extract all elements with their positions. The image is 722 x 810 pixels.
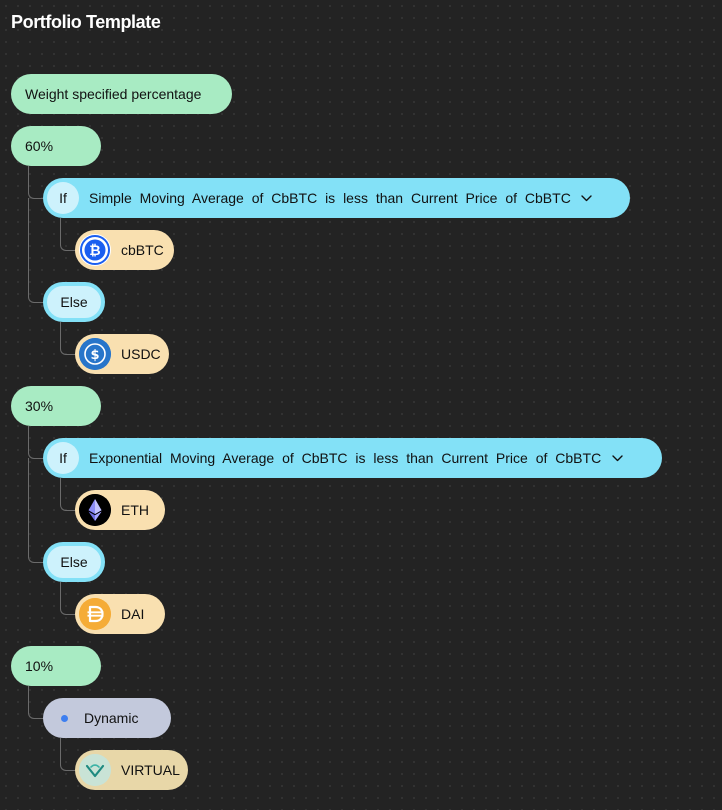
status-dot-icon [61,714,68,722]
usdc-icon: $ [79,338,111,370]
tree-connector [60,478,76,511]
virtual-icon [79,754,111,786]
if-badge: If [47,442,79,474]
tree-connector [60,582,76,615]
weight-label: 60% [25,138,54,154]
tree-connector [28,426,44,459]
chevron-down-icon[interactable] [611,452,623,464]
tree-connector [28,458,44,563]
asset-symbol: cbBTC [121,242,164,258]
tree-connector [28,166,44,199]
asset-node-eth[interactable]: ETH [75,490,165,530]
asset-symbol: USDC [121,346,161,362]
tree-connector [28,686,44,719]
ethereum-icon [79,494,111,526]
if-badge: If [47,182,79,214]
else-label: Else [60,554,88,570]
chevron-down-icon[interactable] [581,192,593,204]
svg-text:₿: ₿ [89,243,100,259]
asset-node-cbbtc[interactable]: ₿ cbBTC [75,230,174,270]
else-node[interactable]: Else [43,542,105,582]
asset-symbol: DAI [121,606,145,622]
tree-connector [28,198,44,303]
dynamic-node[interactable]: Dynamic [43,698,171,738]
asset-node-usdc[interactable]: $ USDC [75,334,169,374]
asset-node-virtual[interactable]: VIRTUAL [75,750,188,790]
svg-text:$: $ [90,348,99,363]
asset-symbol: ETH [121,502,149,518]
weight-mode-label: Weight specified percentage [25,86,202,102]
else-node[interactable]: Else [43,282,105,322]
weight-label: 30% [25,398,54,414]
condition-text: Exponential Moving Average of CbBTC is l… [89,450,602,466]
asset-node-dai[interactable]: DAI [75,594,165,634]
page-title: Portfolio Template [11,12,161,32]
dynamic-label: Dynamic [84,710,139,726]
tree-connector [60,738,76,771]
tree-connector [60,322,76,355]
weight-node-10[interactable]: 10% [11,646,101,686]
weight-label: 10% [25,658,54,674]
asset-symbol: VIRTUAL [121,762,180,778]
tree-connector [60,218,76,251]
dai-icon [79,598,111,630]
bitcoin-icon: ₿ [79,234,111,266]
weight-node-30[interactable]: 30% [11,386,101,426]
condition-text: Simple Moving Average of CbBTC is less t… [89,190,571,206]
weight-mode-node[interactable]: Weight specified percentage [11,74,232,114]
weight-node-60[interactable]: 60% [11,126,101,166]
condition-node-sma[interactable]: If Simple Moving Average of CbBTC is les… [43,178,630,218]
else-label: Else [60,294,88,310]
condition-node-ema[interactable]: If Exponential Moving Average of CbBTC i… [43,438,662,478]
